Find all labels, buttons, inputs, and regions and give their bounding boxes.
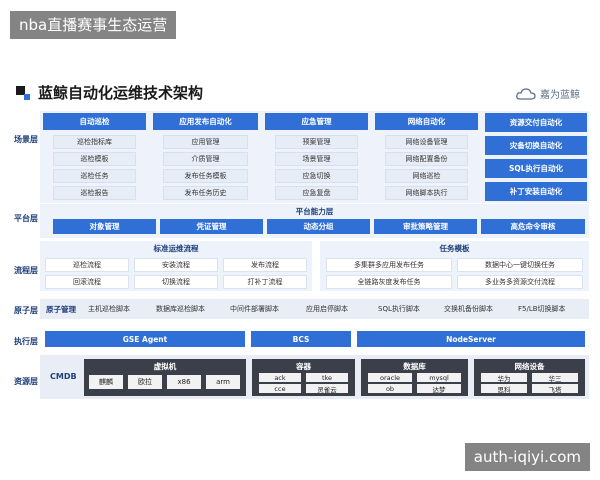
scene-item: 介质管理 xyxy=(163,152,248,166)
scene-item: 场景管理 xyxy=(275,152,358,166)
flow-left-title: 标准运维流程 xyxy=(153,244,199,253)
platform-item: 高危命令审核 xyxy=(481,219,585,234)
scene-item: 网络巡检 xyxy=(385,169,468,183)
resource-item: oracle xyxy=(368,373,412,382)
flow-task-item: 多业务多资源交付流程 xyxy=(457,275,583,289)
scene-item: 发布任务模板 xyxy=(163,169,248,183)
atom-item: 数据库巡检脚本 xyxy=(156,305,205,313)
resource-item: 华三 xyxy=(532,373,578,383)
platform-item: 动态分组 xyxy=(267,219,370,234)
scene-item: 发布任务历史 xyxy=(163,186,248,200)
title-mark-icon xyxy=(16,86,30,100)
flow-item: 安装流程 xyxy=(134,258,218,272)
scene-right-item: SQL执行自动化 xyxy=(485,159,587,178)
resource-item: 飞塔 xyxy=(532,384,578,394)
brand-name: 嘉为蓝鲸 xyxy=(540,90,580,101)
row-label-flow: 流程层 xyxy=(14,266,38,275)
resource-item: tke xyxy=(306,373,348,382)
flow-item: 回滚流程 xyxy=(45,275,129,289)
flow-item: 切换流程 xyxy=(134,275,218,289)
watermark-top: nba直播赛事生态运营 xyxy=(10,11,177,39)
scene-title: 应急管理 xyxy=(265,113,368,130)
resource-item: 灵雀云 xyxy=(306,384,348,394)
flow-task-item: 多集群多应用发布任务 xyxy=(326,258,452,272)
cloud-logo-icon xyxy=(516,87,536,100)
scene-item: 网络配置备份 xyxy=(385,152,468,166)
flow-item: 打补丁流程 xyxy=(223,275,307,289)
resource-item: 达梦 xyxy=(417,384,461,394)
atom-item: SQL执行脚本 xyxy=(378,305,420,313)
resource-group-title: 虚拟机 xyxy=(153,362,177,371)
scene-right-item: 灾备切换自动化 xyxy=(485,136,587,155)
scene-right-item: 资源交付自动化 xyxy=(485,113,587,132)
atom-item: 应用启停脚本 xyxy=(306,305,348,313)
flow-task-item: 数据中心一键切换任务 xyxy=(457,258,583,272)
atom-item: 交换机备份脚本 xyxy=(444,305,493,313)
platform-item: 对象管理 xyxy=(53,219,156,234)
resource-group-title: 网络设备 xyxy=(514,362,545,371)
row-label-scene: 场景层 xyxy=(14,135,38,144)
resource-item: 麒麟 xyxy=(89,375,123,389)
resource-group-title: 数据库 xyxy=(403,362,426,371)
scene-item: 巡检指标库 xyxy=(53,135,136,149)
scene-item: 网络设备管理 xyxy=(385,135,468,149)
resource-group-title: 容器 xyxy=(296,362,311,371)
flow-right-title: 任务模板 xyxy=(439,244,470,253)
scene-title: 自动巡检 xyxy=(43,113,146,130)
resource-item: x86 xyxy=(167,375,201,389)
resource-item: 华为 xyxy=(481,373,527,383)
cmdb-label: CMDB xyxy=(50,372,77,381)
resource-item: 欧拉 xyxy=(128,375,162,389)
atom-label: 原子管理 xyxy=(46,305,76,314)
scene-item: 应急切换 xyxy=(275,169,358,183)
row-label-resource: 资源层 xyxy=(14,377,38,386)
resource-item: ack xyxy=(259,373,301,382)
watermark-bottom: auth-iqiyi.com xyxy=(464,443,590,471)
platform-title: 平台能力层 xyxy=(295,207,334,216)
diagram-title: 蓝鲸自动化运维技术架构 xyxy=(38,84,204,102)
scene-right-item: 补丁安装自动化 xyxy=(485,182,587,201)
resource-item: ob xyxy=(368,384,412,393)
scene-item: 巡检模板 xyxy=(53,152,136,166)
exec-item: GSE Agent xyxy=(45,331,245,347)
platform-item: 审批策略管理 xyxy=(374,219,477,234)
row-label-atom: 原子层 xyxy=(14,306,38,315)
scene-item: 巡检报告 xyxy=(53,186,136,200)
scene-item: 预案管理 xyxy=(275,135,358,149)
exec-item: BCS xyxy=(251,331,351,347)
exec-item: NodeServer xyxy=(357,331,585,347)
scene-title: 网络自动化 xyxy=(375,113,478,130)
resource-item: cce xyxy=(259,384,301,393)
flow-task-item: 全链路灰度发布任务 xyxy=(326,275,452,289)
scene-item: 巡检任务 xyxy=(53,169,136,183)
resource-item: arm xyxy=(206,375,240,389)
atom-item: 中间件部署脚本 xyxy=(230,305,279,313)
row-label-platform: 平台层 xyxy=(14,214,38,223)
atom-item: F5/LB切换脚本 xyxy=(518,305,566,313)
atom-item: 主机巡检脚本 xyxy=(88,305,130,313)
resource-item: 思科 xyxy=(481,384,527,394)
scene-item: 应急复盘 xyxy=(275,186,358,200)
resource-item: mysql xyxy=(417,373,461,382)
flow-item: 巡检流程 xyxy=(45,258,129,272)
scene-item: 网络脚本执行 xyxy=(385,186,468,200)
atom-layer-panel xyxy=(40,299,589,319)
scene-item: 应用管理 xyxy=(163,135,248,149)
brand-logo: 嘉为蓝鲸 xyxy=(516,86,580,101)
platform-item: 凭证管理 xyxy=(160,219,263,234)
flow-item: 发布流程 xyxy=(223,258,307,272)
row-label-exec: 执行层 xyxy=(14,337,38,346)
scene-title: 应用发布自动化 xyxy=(153,113,258,130)
